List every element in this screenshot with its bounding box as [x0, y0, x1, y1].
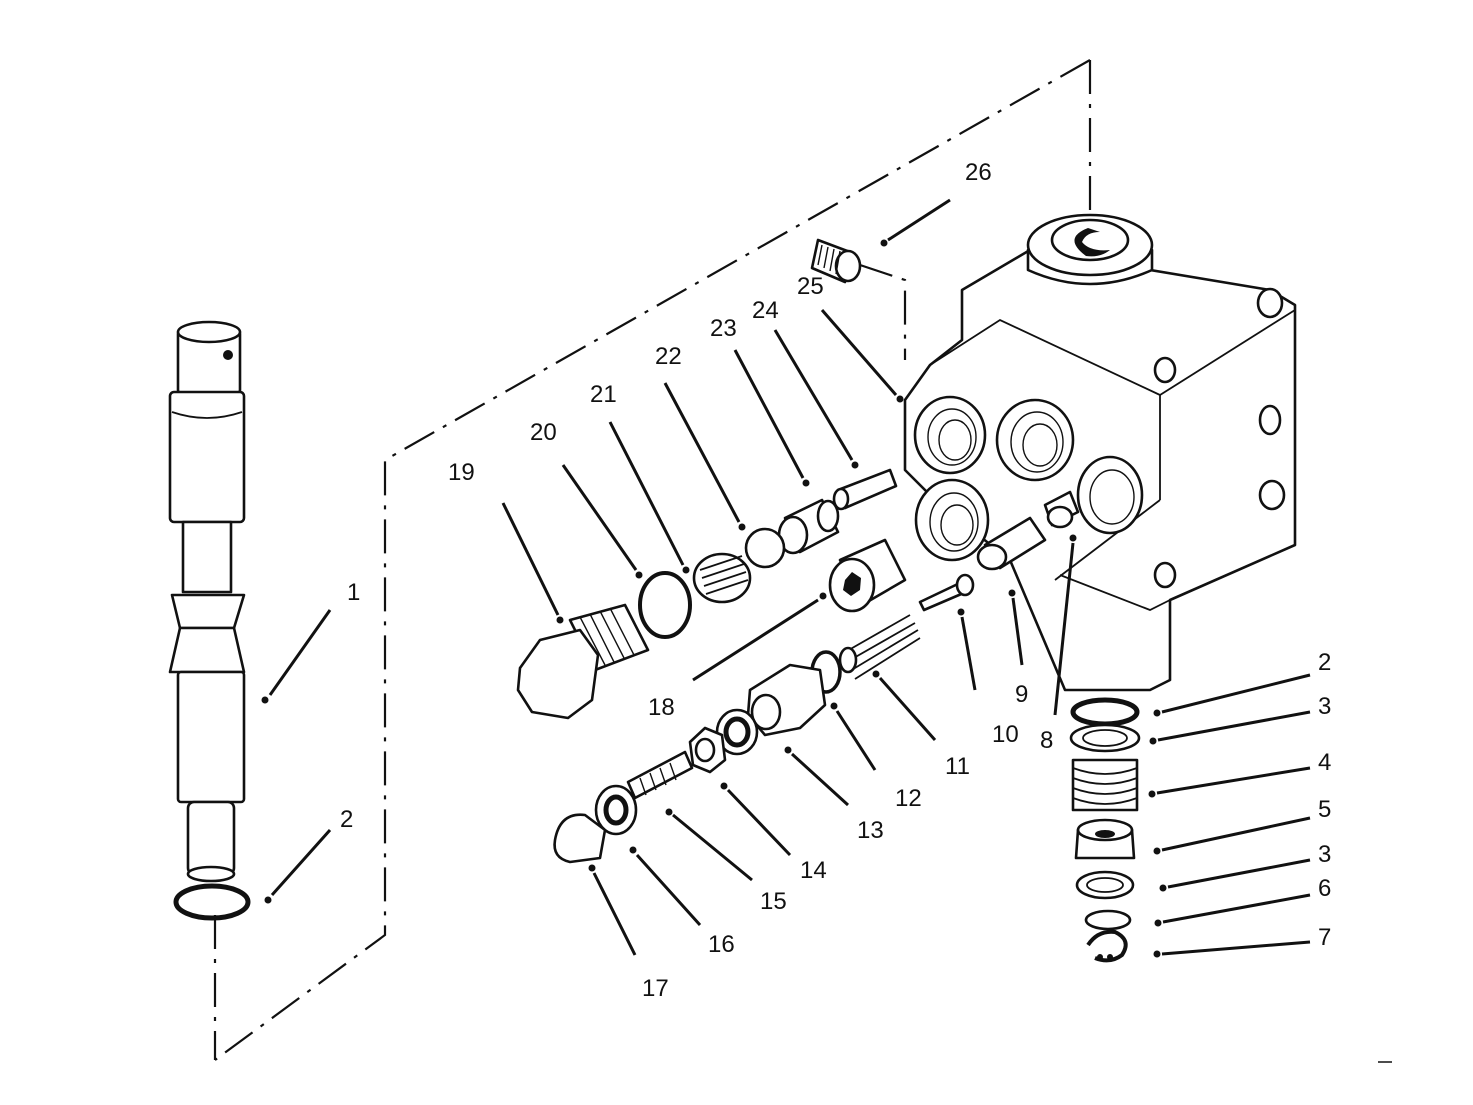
o-ring-left [173, 883, 251, 921]
callout-16: 16 [708, 931, 735, 958]
socket-cap [828, 538, 907, 613]
callout-8: 8 [1040, 727, 1053, 754]
set-screw [810, 238, 862, 284]
leader-lines [261, 198, 1311, 958]
poppet-pin [832, 468, 898, 511]
callout-22: 22 [655, 343, 682, 370]
sleeve-and-pin-group [918, 490, 1080, 612]
callout-labels: 1 2 2 3 3 4 5 6 7 8 9 10 11 12 13 14 15 … [340, 159, 1331, 1002]
adjust-spring [838, 614, 921, 680]
callout-12: 12 [895, 785, 922, 812]
callout-2-left: 2 [340, 806, 353, 833]
acorn-washer [594, 784, 638, 836]
alignment-lines [213, 59, 1092, 1061]
adjuster-body [746, 663, 827, 737]
callout-6: 6 [1318, 875, 1331, 902]
callout-14: 14 [800, 857, 827, 884]
check-ball [744, 527, 786, 569]
callout-23: 23 [710, 315, 737, 342]
poppet-seat [777, 498, 840, 555]
callout-2-right: 2 [1318, 649, 1331, 676]
adjusting-screw [626, 750, 694, 800]
spool [168, 320, 246, 883]
callout-1: 1 [347, 579, 360, 606]
callout-3-upper: 3 [1318, 693, 1331, 720]
hex-plug [516, 603, 650, 720]
callout-19: 19 [448, 459, 475, 486]
acorn-nut [553, 813, 607, 864]
callout-17: 17 [642, 975, 669, 1002]
callout-11: 11 [945, 753, 970, 780]
o-ring-plug [638, 571, 692, 639]
callout-15: 15 [760, 888, 787, 915]
callout-26: 26 [965, 159, 992, 186]
valve-body [903, 213, 1297, 692]
callout-10: 10 [992, 721, 1019, 748]
relief-spring [692, 552, 752, 604]
callout-4: 4 [1318, 749, 1331, 776]
callout-5: 5 [1318, 796, 1331, 823]
callout-24: 24 [752, 297, 779, 324]
callout-21: 21 [590, 381, 617, 408]
lower-seal-stack [1069, 697, 1141, 963]
jam-nut [688, 726, 727, 774]
callout-9: 9 [1015, 681, 1028, 708]
callout-20: 20 [530, 419, 557, 446]
callout-13: 13 [857, 817, 884, 844]
callout-18: 18 [648, 694, 675, 721]
callout-25: 25 [797, 273, 824, 300]
callout-3-lower: 3 [1318, 841, 1331, 868]
callout-7: 7 [1318, 924, 1331, 951]
